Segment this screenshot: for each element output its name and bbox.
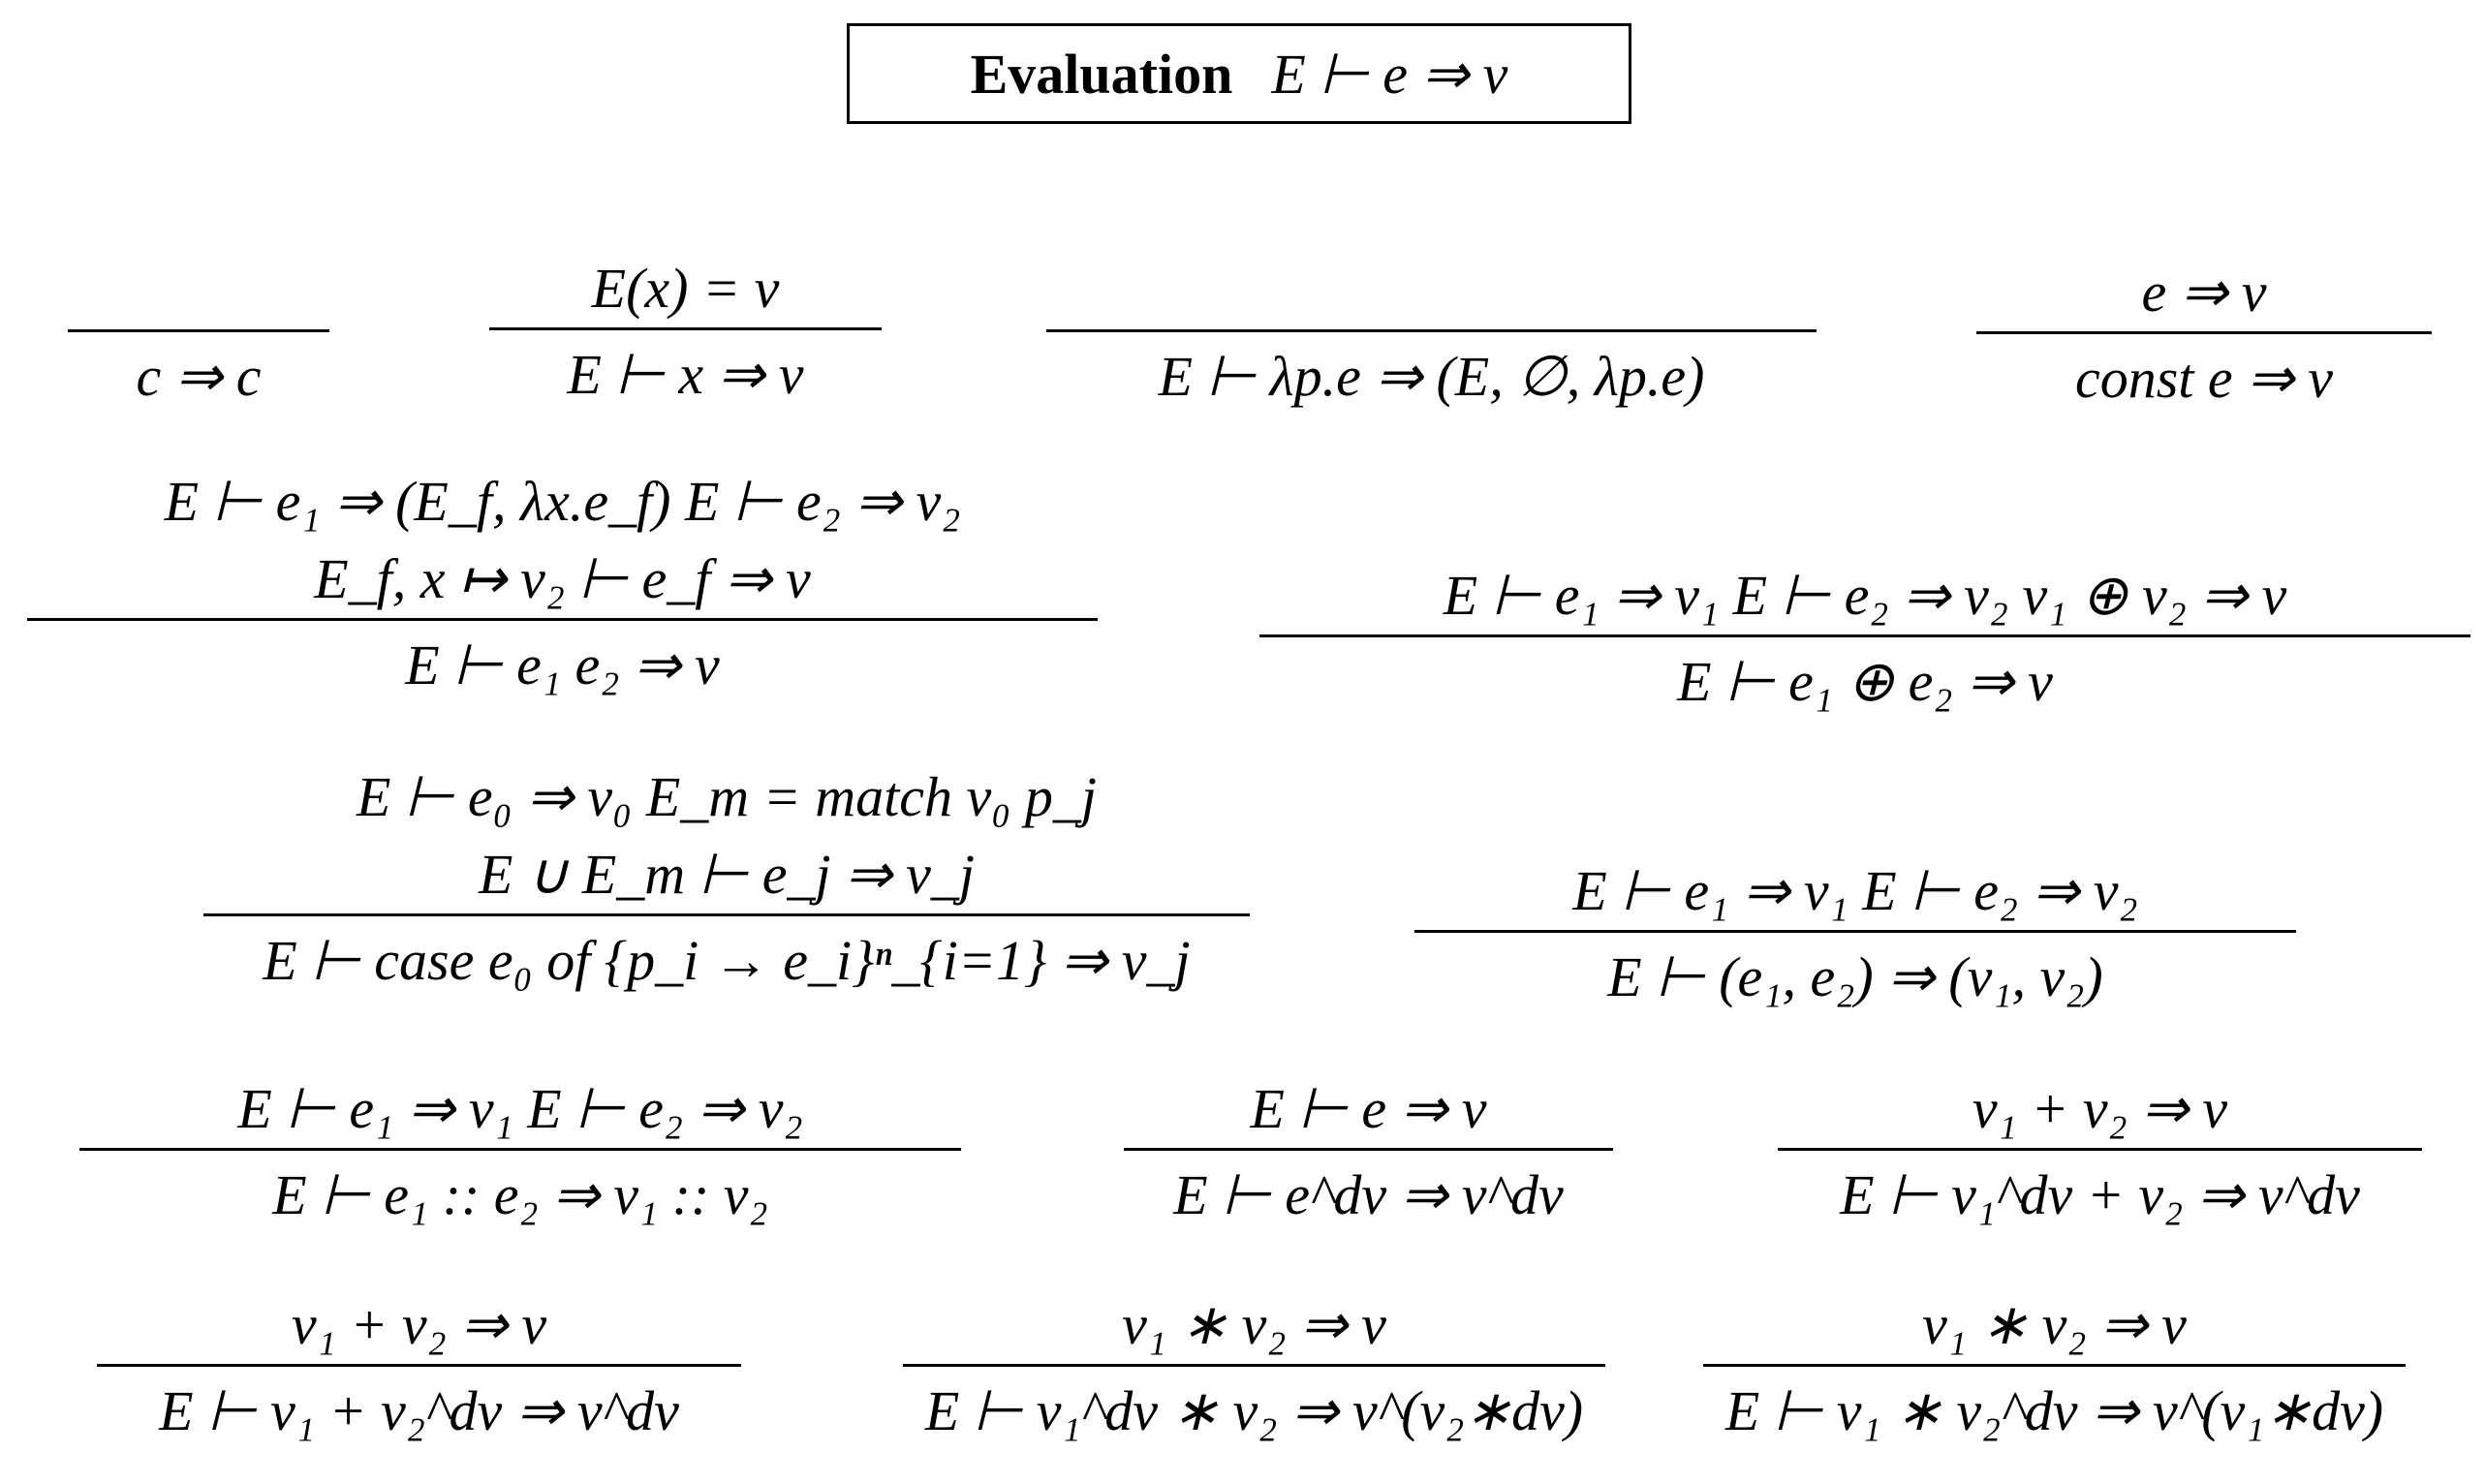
rule-conclusion: E ⊢ e₁ e₂ ⇒ v xyxy=(405,634,720,696)
rule-conclusion: E ⊢ e₁ ⊕ e₂ ⇒ v xyxy=(1677,650,2053,713)
rule-premise: E ∪ E_m ⊢ e_j ⇒ v_j xyxy=(478,843,976,906)
rule-binop: E ⊢ e₁ ⇒ v₁ E ⊢ e₂ ⇒ v₂ v₁ ⊕ v₂ ⇒ v E ⊢ … xyxy=(1259,557,2470,721)
rule-premise: E(x) = v xyxy=(591,257,780,320)
rule-dv: E ⊢ e ⇒ v E ⊢ e^dv ⇒ v^dv xyxy=(1124,1070,1613,1234)
rule-premise: v₁ ∗ v₂ ⇒ v xyxy=(1122,1293,1386,1356)
rule-conclusion: E ⊢ x ⇒ v xyxy=(567,343,804,406)
inference-bar xyxy=(1778,1148,2422,1151)
inference-bar xyxy=(68,329,329,332)
rule-premise: E ⊢ e₁ ⇒ v₁ E ⊢ e₂ ⇒ v₂ xyxy=(1572,859,2138,922)
inference-bar xyxy=(79,1148,961,1151)
rule-conclusion: E ⊢ v₁^dv + v₂ ⇒ v^dv xyxy=(1840,1163,2360,1226)
rule-premise: E ⊢ e₀ ⇒ v₀ E_m = match v₀ p_j xyxy=(356,765,1098,828)
rule-conclusion: E ⊢ case e₀ of {p_i → e_i}ⁿ_{i=1} ⇒ v_j xyxy=(263,929,1191,992)
rule-premise: v₁ ∗ v₂ ⇒ v xyxy=(1922,1293,2187,1356)
title-label: Evaluation xyxy=(970,42,1233,106)
inference-bar xyxy=(1259,634,2470,637)
rule-conclusion: E ⊢ e₁ :: e₂ ⇒ v₁ :: v₂ xyxy=(272,1163,768,1226)
rule-premise: E ⊢ e₁ ⇒ v₁ E ⊢ e₂ ⇒ v₂ v₁ ⊕ v₂ ⇒ v xyxy=(1443,564,2287,627)
rule-plus-right: v₁ + v₂ ⇒ v E ⊢ v₁ + v₂^dv ⇒ v^dv xyxy=(97,1286,741,1450)
rule-conclusion: E ⊢ λp.e ⇒ (E, ∅, λp.e) xyxy=(1158,345,1705,408)
rule-conclusion: E ⊢ v₁^dv ∗ v₂ ⇒ v^(v₂∗dv) xyxy=(924,1379,1584,1442)
inference-bar xyxy=(1414,930,2296,933)
inference-bar xyxy=(903,1364,1605,1367)
rule-lambda: E ⊢ λp.e ⇒ (E, ∅, λp.e) xyxy=(1046,252,1817,416)
inference-bar xyxy=(1976,331,2432,334)
inference-bar xyxy=(1046,329,1817,332)
rule-plus-left: v₁ + v₂ ⇒ v E ⊢ v₁^dv + v₂ ⇒ v^dv xyxy=(1778,1070,2422,1234)
inference-bar xyxy=(97,1364,741,1367)
rule-conclusion: E ⊢ (e₁, e₂) ⇒ (v₁, v₂) xyxy=(1607,945,2103,1008)
rule-var: E(x) = v E ⊢ x ⇒ v xyxy=(489,250,882,414)
rule-premise: e ⇒ v xyxy=(2141,261,2267,324)
inference-bar xyxy=(489,327,882,330)
rule-conclusion: E ⊢ v₁ + v₂^dv ⇒ v^dv xyxy=(159,1379,679,1442)
rule-pair: E ⊢ e₁ ⇒ v₁ E ⊢ e₂ ⇒ v₂ E ⊢ (e₁, e₂) ⇒ (… xyxy=(1414,852,2296,1016)
rule-premise: v₁ + v₂ ⇒ v xyxy=(291,1293,547,1356)
rule-premise: E ⊢ e ⇒ v xyxy=(1250,1077,1487,1140)
figure-title: Evaluation E ⊢ e ⇒ v xyxy=(847,23,1631,124)
rule-case: E ⊢ e₀ ⇒ v₀ E_m = match v₀ p_j E ∪ E_m ⊢… xyxy=(203,758,1250,1000)
rule-conclusion: const e ⇒ v xyxy=(2074,347,2333,410)
rule-premise: E_f, x ↦ v₂ ⊢ e_f ⇒ v xyxy=(314,547,811,610)
rule-conclusion: E ⊢ v₁ ∗ v₂^dv ⇒ v^(v₁∗dv) xyxy=(1724,1379,2384,1442)
rule-const-expr: e ⇒ v const e ⇒ v xyxy=(1976,254,2432,417)
rule-premise: E ⊢ e₁ ⇒ v₁ E ⊢ e₂ ⇒ v₂ xyxy=(237,1077,803,1140)
rule-cons: E ⊢ e₁ ⇒ v₁ E ⊢ e₂ ⇒ v₂ E ⊢ e₁ :: e₂ ⇒ v… xyxy=(79,1070,961,1234)
rule-conclusion: c ⇒ c xyxy=(136,345,262,408)
rule-mul-left: v₁ ∗ v₂ ⇒ v E ⊢ v₁^dv ∗ v₂ ⇒ v^(v₂∗dv) xyxy=(903,1286,1605,1450)
rule-premise: v₁ + v₂ ⇒ v xyxy=(1972,1077,2228,1140)
title-judgment: E ⊢ e ⇒ v xyxy=(1271,43,1508,106)
rule-premise: E ⊢ e₁ ⇒ (E_f, λx.e_f) E ⊢ e₂ ⇒ v₂ xyxy=(164,470,961,533)
rule-conclusion: E ⊢ e^dv ⇒ v^dv xyxy=(1173,1163,1564,1226)
rule-const-val: c ⇒ c xyxy=(68,252,329,416)
rule-mul-right: v₁ ∗ v₂ ⇒ v E ⊢ v₁ ∗ v₂^dv ⇒ v^(v₁∗dv) xyxy=(1703,1286,2406,1450)
inference-bar xyxy=(1124,1148,1613,1151)
inference-bar xyxy=(27,618,1098,621)
inference-bar xyxy=(203,913,1250,916)
inference-bar xyxy=(1703,1364,2406,1367)
rule-app: E ⊢ e₁ ⇒ (E_f, λx.e_f) E ⊢ e₂ ⇒ v₂ E_f, … xyxy=(27,463,1098,704)
